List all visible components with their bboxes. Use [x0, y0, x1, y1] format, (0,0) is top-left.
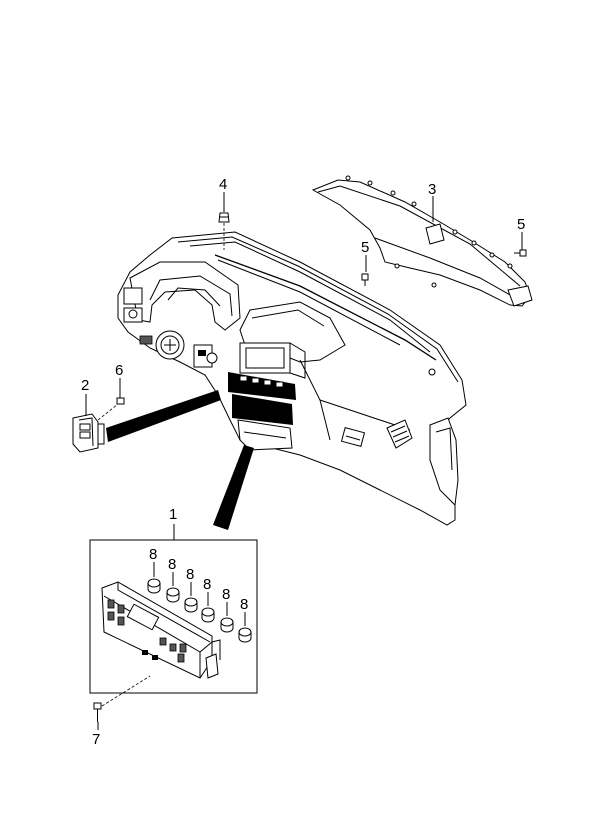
knob-part-8b: [166, 587, 180, 603]
callout-8f: 8: [240, 596, 248, 613]
screw-part-6: [116, 393, 125, 405]
callout-8d: 8: [203, 576, 211, 593]
callout-leaders: [85, 192, 523, 730]
callout-8e: 8: [222, 586, 230, 603]
heater-control-box: [89, 539, 258, 707]
knob-part-8a: [147, 578, 161, 594]
callout-4: 4: [219, 176, 227, 193]
knob-part-8f: [238, 627, 252, 643]
knob-part-8e: [220, 617, 234, 633]
callout-6: 6: [115, 362, 123, 379]
knob-part-8d: [201, 607, 215, 623]
screw-part-7: [93, 702, 102, 722]
clip-part-4: [218, 212, 230, 250]
callout-7: 7: [92, 731, 100, 748]
knob-part-8c: [184, 597, 198, 613]
callout-8c: 8: [186, 566, 194, 583]
switch-part-2: [72, 403, 119, 453]
screw-part-5a: [361, 273, 369, 286]
duct-assembly: [311, 175, 533, 307]
callout-8a: 8: [149, 546, 157, 563]
callout-1: 1: [169, 506, 177, 523]
callout-3: 3: [428, 181, 436, 198]
leader-band-1: [213, 445, 254, 530]
callout-2: 2: [81, 377, 89, 394]
screw-part-5b: [514, 249, 527, 257]
dashboard-panel: [117, 231, 467, 526]
callout-5b: 5: [517, 216, 525, 233]
callout-5a: 5: [361, 239, 369, 256]
leader-band-2: [106, 390, 221, 442]
callout-8b: 8: [168, 556, 176, 573]
